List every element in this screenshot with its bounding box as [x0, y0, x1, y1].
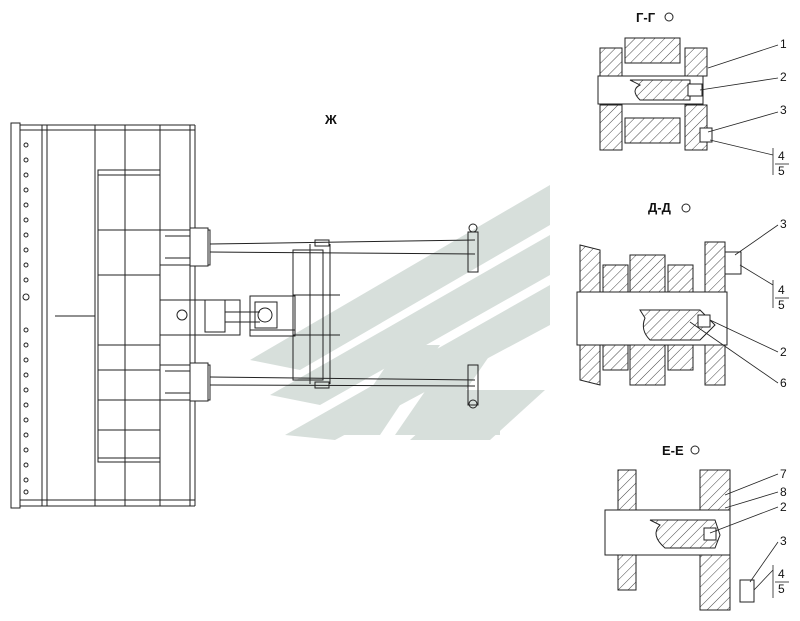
callout-ee-4: 4 — [778, 567, 785, 581]
section-gg-marker-icon — [664, 12, 674, 22]
callout-dd-2: 2 — [780, 345, 787, 359]
section-gg-title: Г-Г — [636, 10, 656, 25]
main-view — [10, 122, 479, 509]
rivet-holes — [22, 142, 30, 495]
section-ee-title: Е-Е — [662, 443, 684, 458]
callout-dd-4: 4 — [778, 283, 785, 297]
callout-separators — [775, 163, 789, 583]
callout-dd-6: 6 — [780, 376, 787, 390]
section-dd-drawing — [576, 241, 742, 386]
callout-gg-1: 1 — [780, 37, 787, 51]
callout-ee-3: 3 — [780, 534, 787, 548]
callout-dd-3: 3 — [780, 217, 787, 231]
callout-ee-8: 8 — [780, 485, 787, 499]
callout-gg-3: 3 — [780, 103, 787, 117]
section-ee-drawing — [604, 469, 755, 611]
callout-gg-5: 5 — [778, 164, 785, 178]
section-ee-labels: Е-Е 7 8 2 3 4 5 — [662, 443, 787, 596]
leader-lines — [689, 44, 779, 598]
section-dd-labels: Д-Д 3 4 5 2 6 — [648, 200, 787, 390]
section-gg-labels: Г-Г 1 2 3 4 5 — [636, 10, 787, 178]
section-dd-title: Д-Д — [648, 200, 672, 215]
section-gg-drawing — [597, 37, 713, 151]
view-label: Ж — [324, 112, 337, 127]
frame-left-edge — [10, 122, 21, 509]
callout-ee-7: 7 — [780, 467, 787, 481]
callout-gg-4: 4 — [778, 149, 785, 163]
section-ee-marker-icon — [690, 445, 700, 455]
callout-gg-2: 2 — [780, 70, 787, 84]
callout-dd-5: 5 — [778, 298, 785, 312]
callout-ee-2: 2 — [780, 500, 787, 514]
frame-rail — [19, 124, 43, 507]
callout-ee-5: 5 — [778, 582, 785, 596]
section-dd-marker-icon — [681, 203, 691, 213]
